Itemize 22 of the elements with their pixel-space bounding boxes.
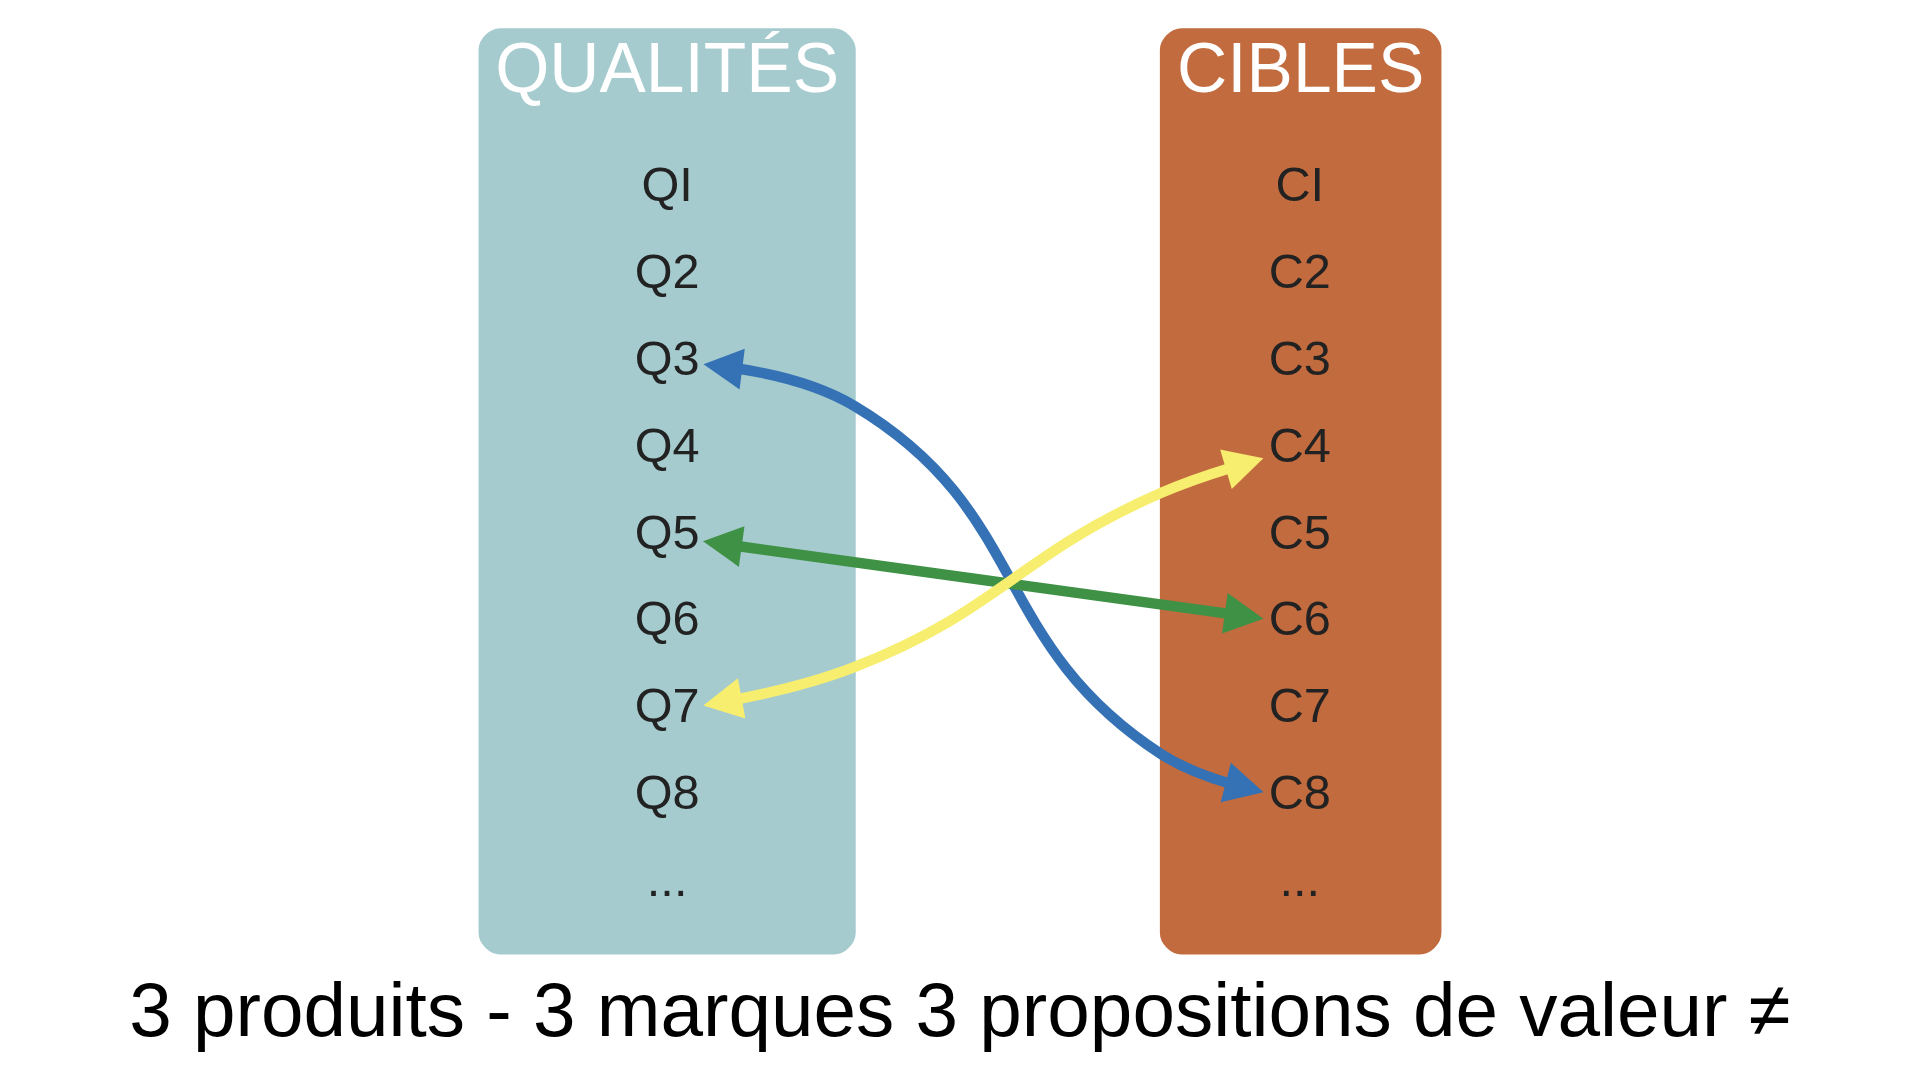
- arrow: [703, 348, 1264, 803]
- node-text: C5: [1268, 504, 1331, 559]
- node-text: C3: [1268, 330, 1331, 385]
- node-text: Q6: [634, 591, 700, 646]
- node-text: ...: [1279, 852, 1321, 907]
- node-text: C6: [1268, 591, 1331, 646]
- node-text: Q4: [634, 417, 700, 472]
- arrow: [703, 449, 1264, 719]
- node-text: ...: [646, 852, 688, 907]
- node-text: C2: [1268, 243, 1331, 298]
- node-text: C7: [1268, 678, 1331, 733]
- node-text: Q7: [634, 678, 700, 733]
- node-text: Q3: [634, 330, 700, 385]
- node-text: Q5: [634, 504, 700, 559]
- node-text: CI: [1275, 156, 1325, 211]
- node-text: C4: [1268, 417, 1331, 472]
- node-text: QI: [641, 156, 693, 211]
- caption: 3 produits - 3 marques 3 propositions de valeur ≠: [129, 966, 1791, 1052]
- arrow: [703, 526, 1264, 634]
- node-text: Q2: [634, 243, 700, 298]
- node-text: Q8: [634, 765, 700, 820]
- node-text: C8: [1268, 765, 1331, 820]
